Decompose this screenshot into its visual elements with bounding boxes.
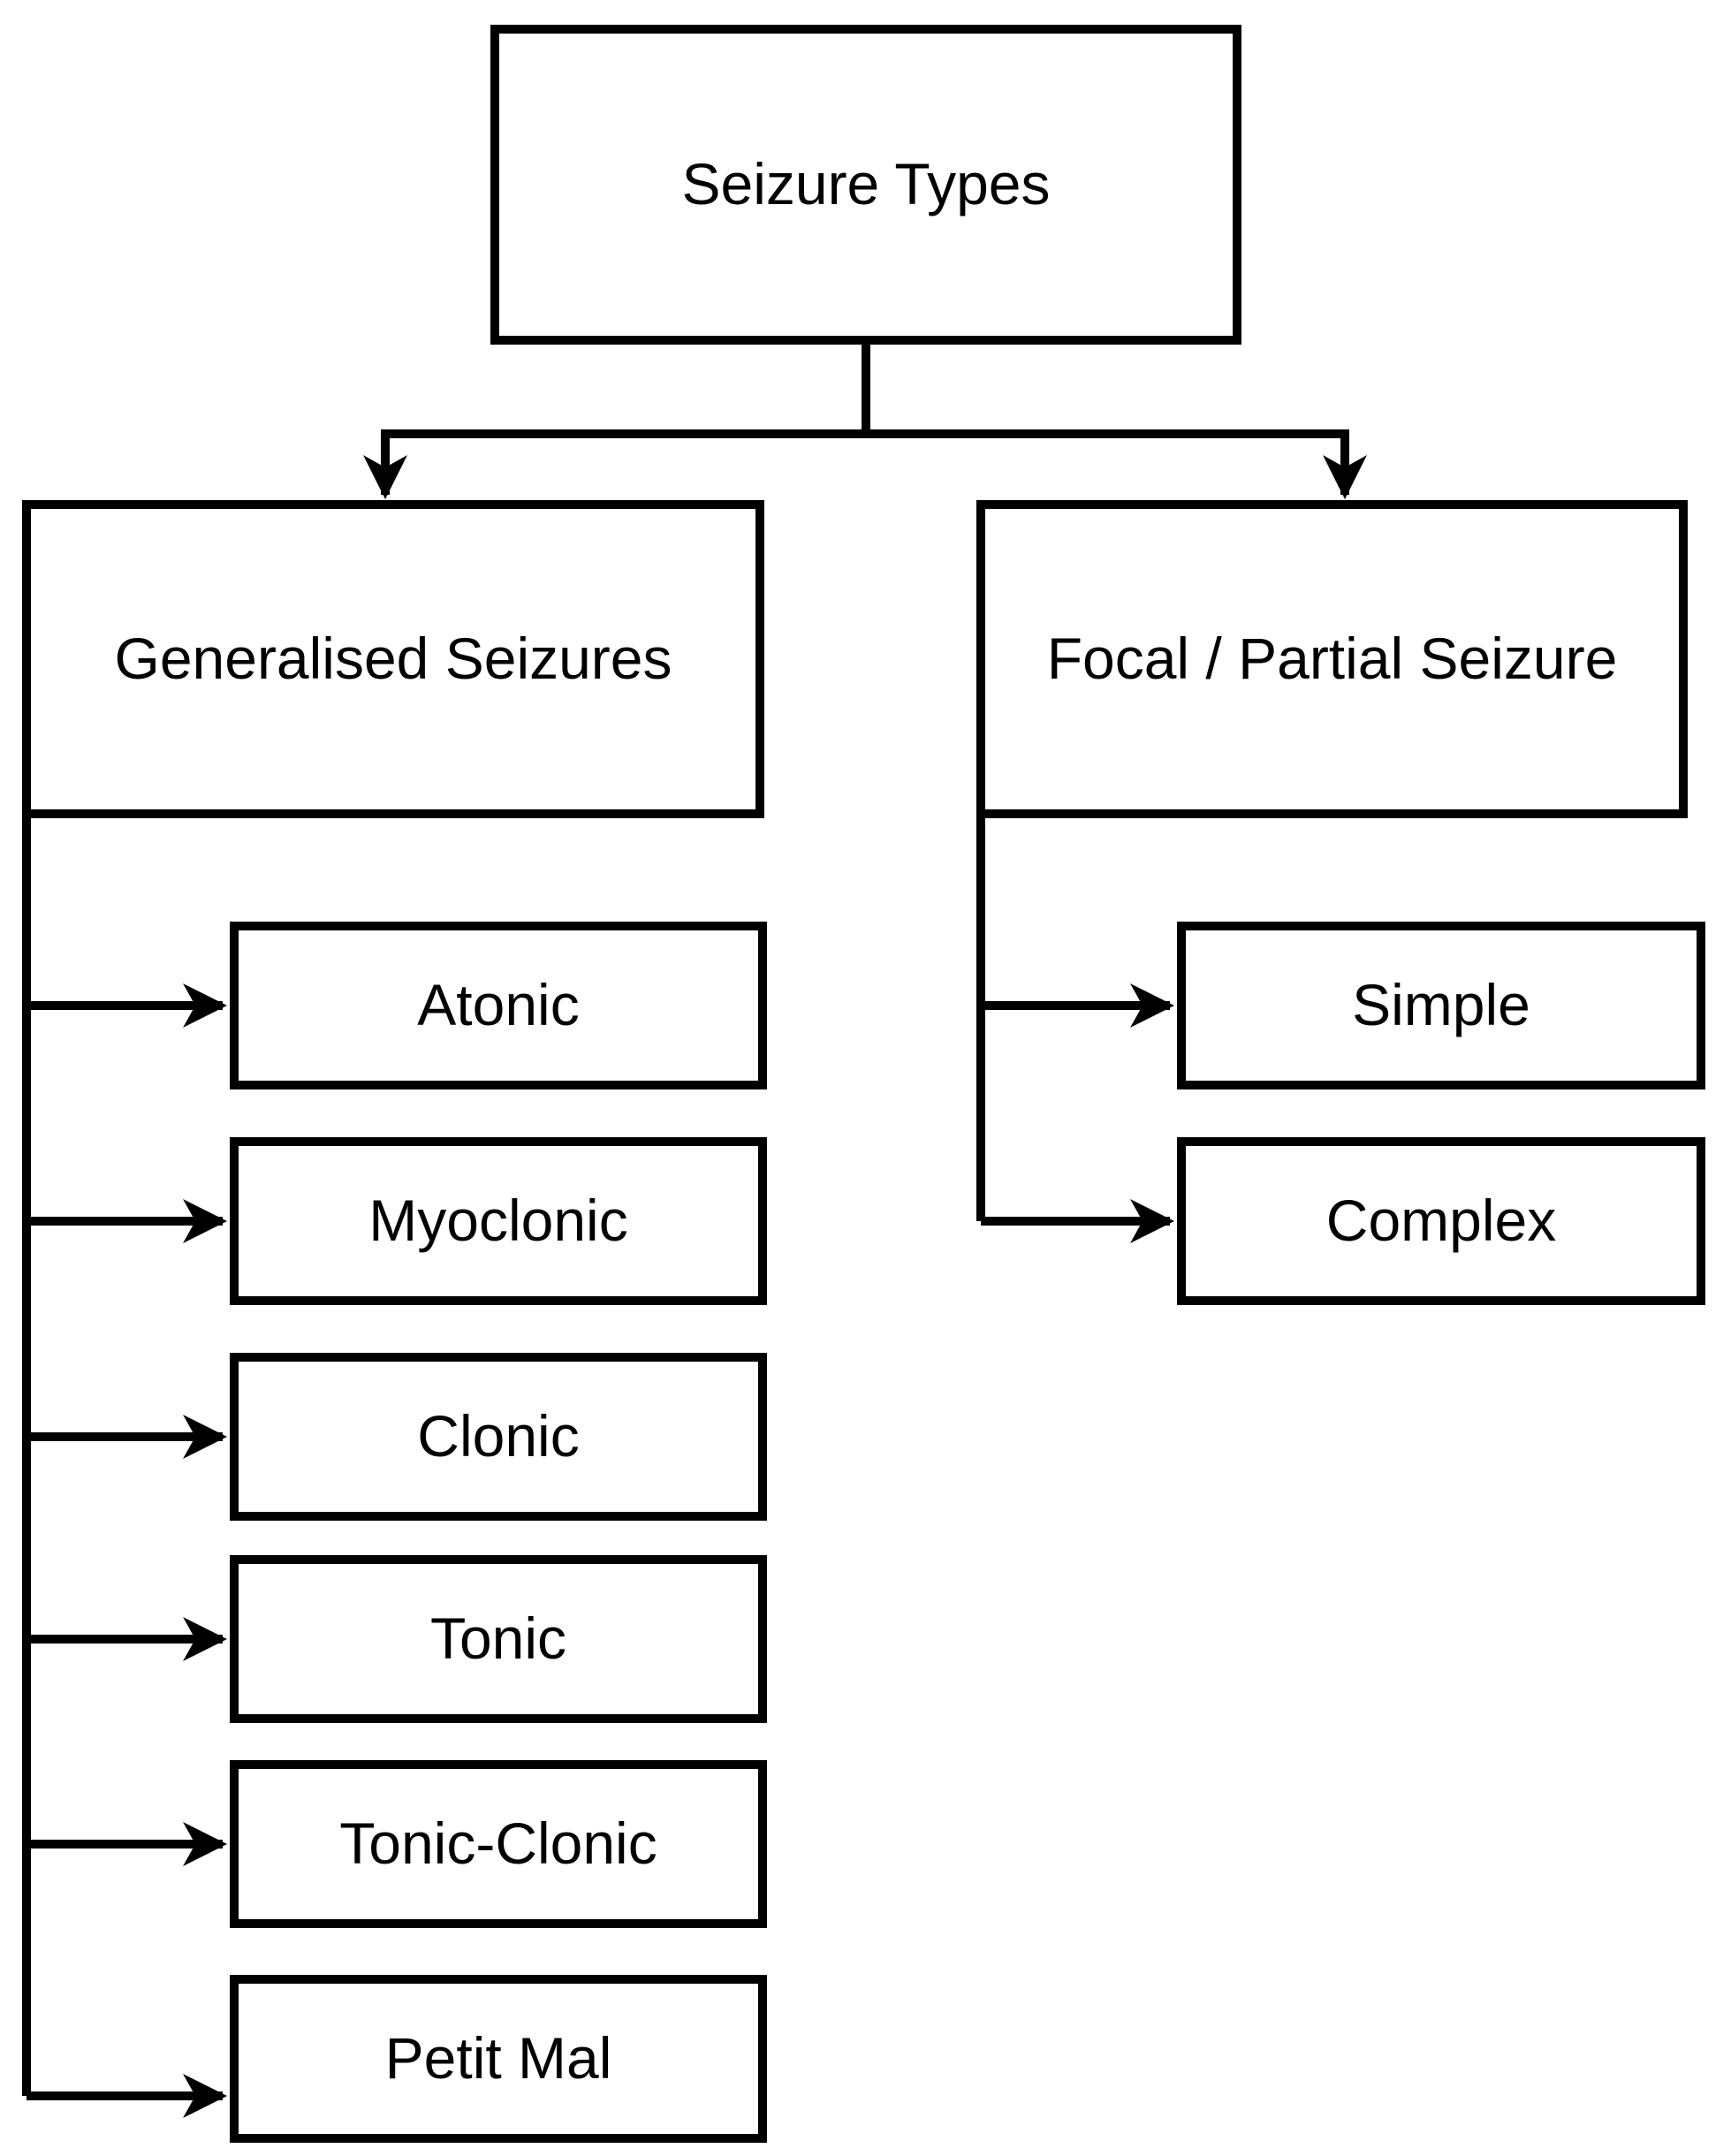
connector-branch-bar (363, 429, 1367, 499)
node-generalised-seizures-label: Generalised Seizures (114, 626, 672, 692)
node-myoclonic: Myoclonic (230, 1137, 767, 1305)
node-tonic: Tonic (230, 1555, 767, 1723)
node-simple-label: Simple (1352, 972, 1530, 1038)
node-complex: Complex (1177, 1137, 1705, 1305)
node-tonic-label: Tonic (429, 1606, 567, 1672)
node-myoclonic-label: Myoclonic (368, 1188, 628, 1254)
node-clonic: Clonic (230, 1353, 767, 1521)
node-tonic-clonic: Tonic-Clonic (230, 1760, 767, 1928)
node-focal-partial-seizure: Focal / Partial Seizure (976, 500, 1688, 818)
node-atonic-label: Atonic (417, 972, 580, 1038)
node-atonic: Atonic (230, 922, 767, 1089)
node-generalised-seizures: Generalised Seizures (22, 500, 764, 818)
node-complex-label: Complex (1325, 1188, 1557, 1254)
node-focal-partial-seizure-label: Focal / Partial Seizure (1046, 626, 1618, 692)
node-seizure-types-label: Seizure Types (681, 151, 1051, 217)
node-petit-mal-label: Petit Mal (384, 2025, 612, 2091)
node-petit-mal: Petit Mal (230, 1975, 767, 2143)
node-clonic-label: Clonic (417, 1403, 580, 1469)
node-simple: Simple (1177, 922, 1705, 1089)
node-seizure-types: Seizure Types (490, 25, 1241, 345)
node-tonic-clonic-label: Tonic-Clonic (339, 1811, 657, 1877)
